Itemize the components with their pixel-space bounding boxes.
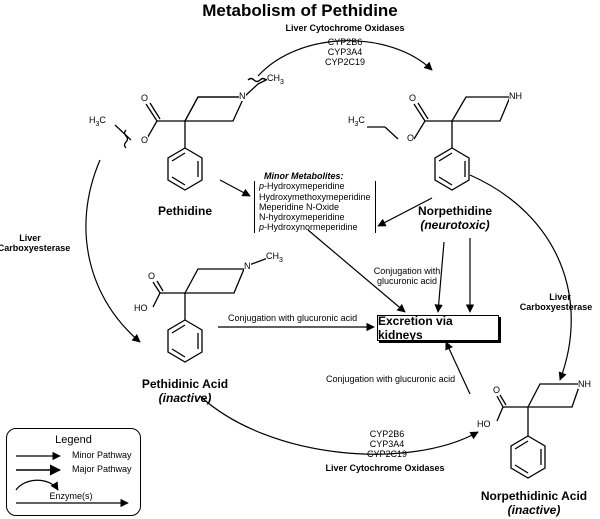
norpethidinic-hydroxyl: HO xyxy=(477,419,491,429)
bottom-enzyme-2: CYP3A4 xyxy=(369,439,405,449)
right-enzyme-1: Liver xyxy=(549,292,571,302)
pethidinic-conjugation: Conjugation with glucuronic acid xyxy=(228,313,358,323)
pethidinic-acid-structure xyxy=(152,257,269,363)
page-title: Metabolism of Pethidine xyxy=(202,1,398,20)
legend-major-label: Major Pathway xyxy=(72,464,132,474)
pethidinic-carbonyl-o: O xyxy=(148,271,156,281)
legend-enzyme-label: Enzyme(s) xyxy=(49,491,93,501)
norpethidinic-acid-note: (inactive) xyxy=(507,503,561,517)
minor-metabolite-item: p-Hydroxymeperidine xyxy=(259,181,345,192)
pethidine-label: Pethidine xyxy=(157,204,213,218)
minor-metabolite-item: p-Hydroxynormeperidine xyxy=(259,222,358,233)
left-enzyme-2: Carboxyesterase xyxy=(0,243,71,253)
pethidine-ethyl: H3C xyxy=(89,115,106,128)
arrow-norpethidine-to-minor xyxy=(377,197,433,227)
bottom-enzyme-3: CYP2C19 xyxy=(366,449,408,459)
top-enzyme-header: Liver Cytochrome Oxidases xyxy=(285,23,405,33)
arrow-pethidine-to-minor xyxy=(219,179,251,197)
pethidinic-acid-note: (inactive) xyxy=(158,391,212,405)
top-enzyme-1: CYP2B6 xyxy=(327,37,363,47)
norpethidine-note: (neurotoxic) xyxy=(420,218,490,232)
pethidinic-acid-label: Pethidinic Acid xyxy=(141,377,229,391)
pethidine-carbonyl-o: O xyxy=(141,93,149,103)
legend-box: Legend xyxy=(6,428,141,516)
arrow-pethidinic-to-norpethidinic xyxy=(199,395,479,455)
right-enzyme-2: Carboxyesterase xyxy=(519,302,593,312)
norpethidinic-conjugation: Conjugation with glucuronic acid xyxy=(326,374,456,384)
minor-metabolites-header: Minor Metabolites: xyxy=(264,171,344,181)
bottom-enzyme-1: CYP2B6 xyxy=(369,429,405,439)
minor-metabolite-item: Meperidine N-Oxide xyxy=(259,201,340,212)
pethidine-n-atom: N xyxy=(239,91,246,101)
top-enzyme-3: CYP2C19 xyxy=(324,57,366,67)
arrow-minor-to-excretion xyxy=(307,229,406,313)
arrow-pethidine-to-pethidinic-acid xyxy=(85,159,141,343)
norpethidine-conjugation-1: Conjugation with xyxy=(373,266,441,276)
norpethidine-ester-o: O xyxy=(407,133,415,143)
pethidine-ester-o: O xyxy=(141,135,149,145)
pethidine-methyl: CH3 xyxy=(267,73,284,86)
norpethidinic-acid-label: Norpethidinic Acid xyxy=(480,489,588,503)
norpethidine-carbonyl-o: O xyxy=(409,93,417,103)
norpethidine-ethyl: H3C xyxy=(348,115,365,128)
norpethidine-nh-atom: NH xyxy=(509,91,522,101)
norpethidinic-acid-structure xyxy=(496,383,581,479)
legend-minor-label: Minor Pathway xyxy=(72,450,132,460)
norpethidine-conjugation-2: glucuronic acid xyxy=(376,276,438,286)
arrow-norpethidinic-to-excretion xyxy=(445,341,471,395)
top-enzyme-2: CYP3A4 xyxy=(327,47,363,57)
arrow-norpethidine-to-norpethidinic-acid xyxy=(469,174,572,381)
norpethidine-label: Norpethidine xyxy=(418,204,492,218)
arrow-norpethidine-conjugation xyxy=(434,241,445,313)
minor-metabolites-box: Minor Metabolites: p-Hydroxymeperidine H… xyxy=(254,171,376,233)
arrow-pethidine-to-norpethidine xyxy=(257,40,433,77)
excretion-box: Excretion via kidneys xyxy=(377,314,499,342)
norpethidinic-nh-atom: NH xyxy=(578,379,591,389)
minor-metabolite-item: Hydroxymethoxymeperidine xyxy=(259,191,371,202)
minor-metabolite-item: N-hydroxymeperidine xyxy=(259,212,345,223)
bottom-enzyme-header: Liver Cytochrome Oxidases xyxy=(325,463,445,473)
legend-symbols xyxy=(15,451,129,508)
pethidinic-n-atom: N xyxy=(244,261,251,271)
pethidinic-hydroxyl: HO xyxy=(134,303,148,313)
legend-title: Legend xyxy=(55,434,92,446)
pethidinic-methyl: CH3 xyxy=(266,251,283,264)
pathway-arrows xyxy=(85,40,572,455)
legend-enzyme-arc xyxy=(15,479,59,491)
minor-metabolites-list: p-Hydroxymeperidine Hydroxymethoxymeperi… xyxy=(254,181,376,233)
norpethidine-structure xyxy=(367,96,511,191)
left-enzyme-1: Liver xyxy=(19,233,41,243)
pethidine-structure xyxy=(114,77,269,191)
norpethidinic-carbonyl-o: O xyxy=(493,385,501,395)
